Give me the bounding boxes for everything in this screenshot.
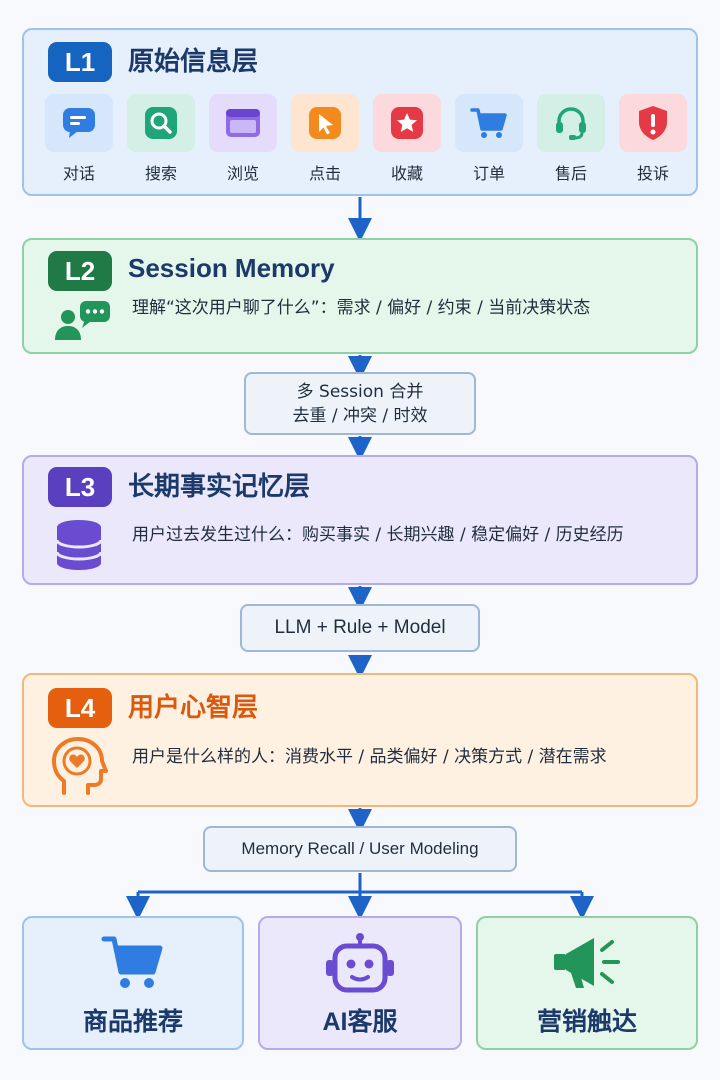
cart-icon [455,94,523,152]
headset-icon [537,94,605,152]
source-label: 投诉 [636,164,669,183]
output-label: AI客服 [322,1008,398,1036]
layer-description: 用户过去发生过什么：购买事实 / 长期兴趣 / 稳定偏好 / 历史经历 [132,525,624,545]
source-label: 对话 [62,164,95,183]
source-item-browse: 浏览 [208,94,278,184]
model-process-box: LLM + Rule + Model [240,604,480,652]
source-label: 点击 [308,164,341,183]
layer-title: 长期事实记忆层 [128,472,311,502]
layer-description: 用户是什么样的人：消费水平 / 品类偏好 / 决策方式 / 潜在需求 [132,747,607,767]
layer-l3-long-term-facts: L3 长期事实记忆层 用户过去发生过什么：购买事实 / 长期兴趣 / 稳定偏好 … [22,455,698,585]
layer-l4-user-mind: L4 用户心智层 用户是什么样的人：消费水平 / 品类偏好 / 决策方式 / 潜… [22,673,698,807]
source-list: 对话 搜索 浏览 点击 收藏 [44,94,687,186]
source-label: 订单 [472,164,505,183]
source-label: 售后 [554,164,587,183]
output-ai-service: AI客服 [258,916,462,1050]
search-icon [127,94,195,152]
output-label: 商品推荐 [82,1007,183,1036]
layer-badge: L2 [48,251,112,291]
database-icon [54,519,104,575]
process-label: Memory Recall / User Modeling [241,839,479,858]
head-heart-icon [50,735,108,801]
merge-process-box: 多 Session 合并 去重 / 冲突 / 时效 [244,372,476,435]
layer-badge: L1 [48,42,112,82]
process-line-1: 多 Session 合并 [296,382,424,402]
recall-process-box: Memory Recall / User Modeling [203,826,517,872]
layer-description: 理解“这次用户聊了什么”：需求 / 偏好 / 约束 / 当前决策状态 [132,298,591,318]
source-item-order: 订单 [454,94,524,184]
layer-title: Session Memory [128,253,335,283]
source-label: 浏览 [226,164,259,183]
source-item-search: 搜索 [126,94,196,184]
layer-badge: L4 [48,688,112,728]
source-item-favorite: 收藏 [372,94,442,184]
process-label: LLM + Rule + Model [274,617,446,638]
process-line-2: 去重 / 冲突 / 时效 [292,406,428,426]
source-item-complaint: 投诉 [618,94,688,184]
source-item-click: 点击 [290,94,360,184]
source-label: 收藏 [390,164,423,183]
output-product-recommend: 商品推荐 [22,916,244,1050]
layer-badge: L3 [48,467,112,507]
robot-icon [320,932,400,1000]
browser-window-icon [209,94,277,152]
chat-icon [45,94,113,152]
layer-l1-raw-info: L1 原始信息层 对话 搜索 浏览 点击 [22,28,698,196]
user-chat-icon [52,298,112,346]
layer-title: 原始信息层 [128,47,259,77]
pointer-icon [291,94,359,152]
source-label: 搜索 [144,164,177,183]
cart-icon [100,932,166,996]
output-label: 营销触达 [536,1007,637,1036]
shield-alert-icon [619,94,687,152]
star-icon [373,94,441,152]
source-item-aftersale: 售后 [536,94,606,184]
source-item-chat: 对话 [44,94,114,184]
layer-title: 用户心智层 [128,693,259,723]
megaphone-icon [550,932,624,996]
output-marketing-reach: 营销触达 [476,916,698,1050]
layer-l2-session-memory: L2 Session Memory 理解“这次用户聊了什么”：需求 / 偏好 /… [22,238,698,354]
